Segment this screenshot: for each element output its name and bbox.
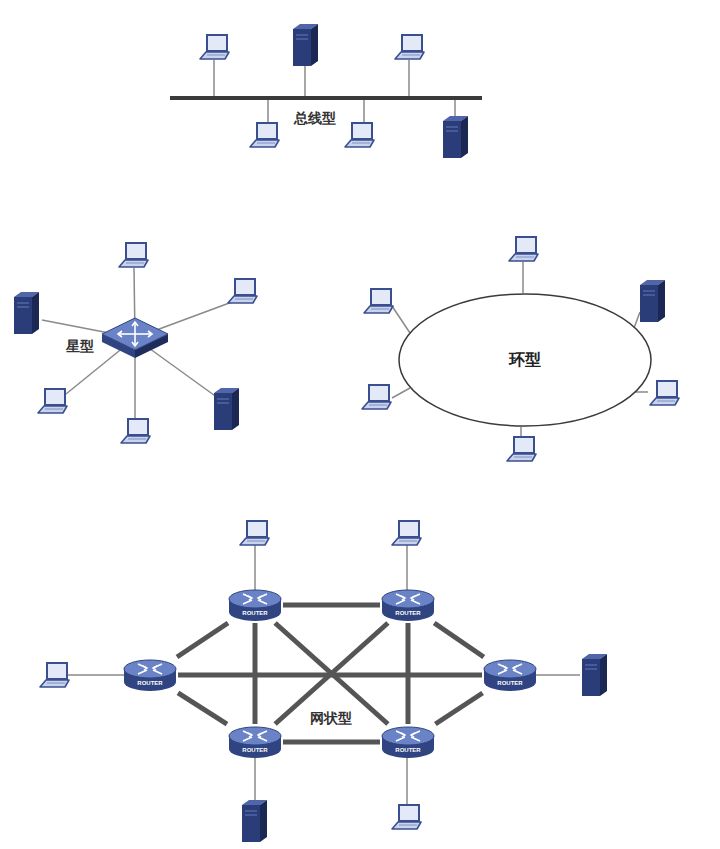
router-icon: ROUTER: [380, 587, 436, 623]
router-shape: [380, 587, 436, 623]
laptop-icon: [345, 123, 374, 147]
device-wire: [254, 758, 256, 802]
topology-name: 环型: [509, 350, 541, 371]
laptop-icon: [200, 35, 229, 59]
bus-line: [170, 96, 482, 100]
router-shape: [227, 724, 283, 760]
server-icon: [293, 24, 318, 66]
topology-name: 网状型: [307, 708, 355, 728]
laptop-icon: [395, 35, 424, 59]
server-icon: [14, 292, 39, 334]
router-shape: [122, 657, 178, 693]
ring-wire: [634, 312, 640, 328]
laptop-icon: [38, 389, 67, 413]
router-label: ROUTER: [482, 680, 538, 687]
server-icon: [443, 116, 468, 158]
mesh-link: [406, 623, 411, 724]
drop-wire: [267, 98, 269, 124]
router-icon: ROUTER: [227, 587, 283, 623]
device-wire: [406, 758, 408, 804]
laptop-icon: [228, 279, 257, 303]
mesh-link: [177, 623, 228, 657]
router-icon: ROUTER: [122, 657, 178, 693]
device-wire: [406, 544, 408, 592]
mesh-link: [435, 693, 482, 724]
laptop-icon: [250, 123, 279, 147]
ring-wire: [392, 306, 410, 333]
drop-wire: [454, 98, 456, 118]
router-shape: [482, 657, 538, 693]
router-label: ROUTER: [380, 747, 436, 754]
router-icon: ROUTER: [380, 724, 436, 760]
laptop-icon: [119, 243, 148, 267]
laptop-icon: [121, 419, 150, 443]
server-icon: [214, 388, 239, 430]
laptop-icon: [650, 381, 679, 405]
laptop-icon: [240, 521, 269, 545]
ring-wire: [392, 388, 410, 398]
topology-name: 总线型: [291, 108, 339, 128]
drop-wire: [363, 98, 365, 124]
mesh-link: [178, 693, 227, 724]
router-label: ROUTER: [380, 610, 436, 617]
laptop-icon: [509, 237, 538, 261]
mesh-link: [283, 740, 380, 745]
laptop-icon: [392, 805, 421, 829]
drop-wire: [213, 60, 215, 98]
router-label: ROUTER: [227, 610, 283, 617]
device-wire: [536, 674, 580, 676]
star-wire: [135, 302, 232, 338]
ring-ellipse: 环型: [398, 293, 652, 427]
device-wire: [68, 674, 124, 676]
server-icon: [640, 280, 665, 322]
ring-wire: [522, 262, 524, 293]
router-shape: [380, 724, 436, 760]
server-icon: [582, 654, 607, 696]
mesh-link: [253, 623, 258, 724]
router-shape: [227, 587, 283, 623]
server-icon: [242, 800, 267, 842]
laptop-icon: [40, 663, 69, 687]
drop-wire: [304, 66, 306, 98]
mesh-link: [434, 623, 484, 657]
mesh-device-wires: [68, 544, 580, 804]
topology-name: 星型: [63, 336, 97, 356]
router-icon: ROUTER: [482, 657, 538, 693]
mesh-link: [283, 603, 380, 608]
router-label: ROUTER: [227, 747, 283, 754]
laptop-icon: [507, 437, 536, 461]
star-wires: [42, 268, 232, 420]
router-icon: ROUTER: [227, 724, 283, 760]
drop-wire: [408, 60, 410, 98]
laptop-icon: [392, 521, 421, 545]
device-wire: [254, 544, 256, 592]
laptop-icon: [362, 385, 391, 409]
router-label: ROUTER: [122, 680, 178, 687]
switch-icon: [102, 318, 168, 358]
laptop-icon: [364, 289, 393, 313]
